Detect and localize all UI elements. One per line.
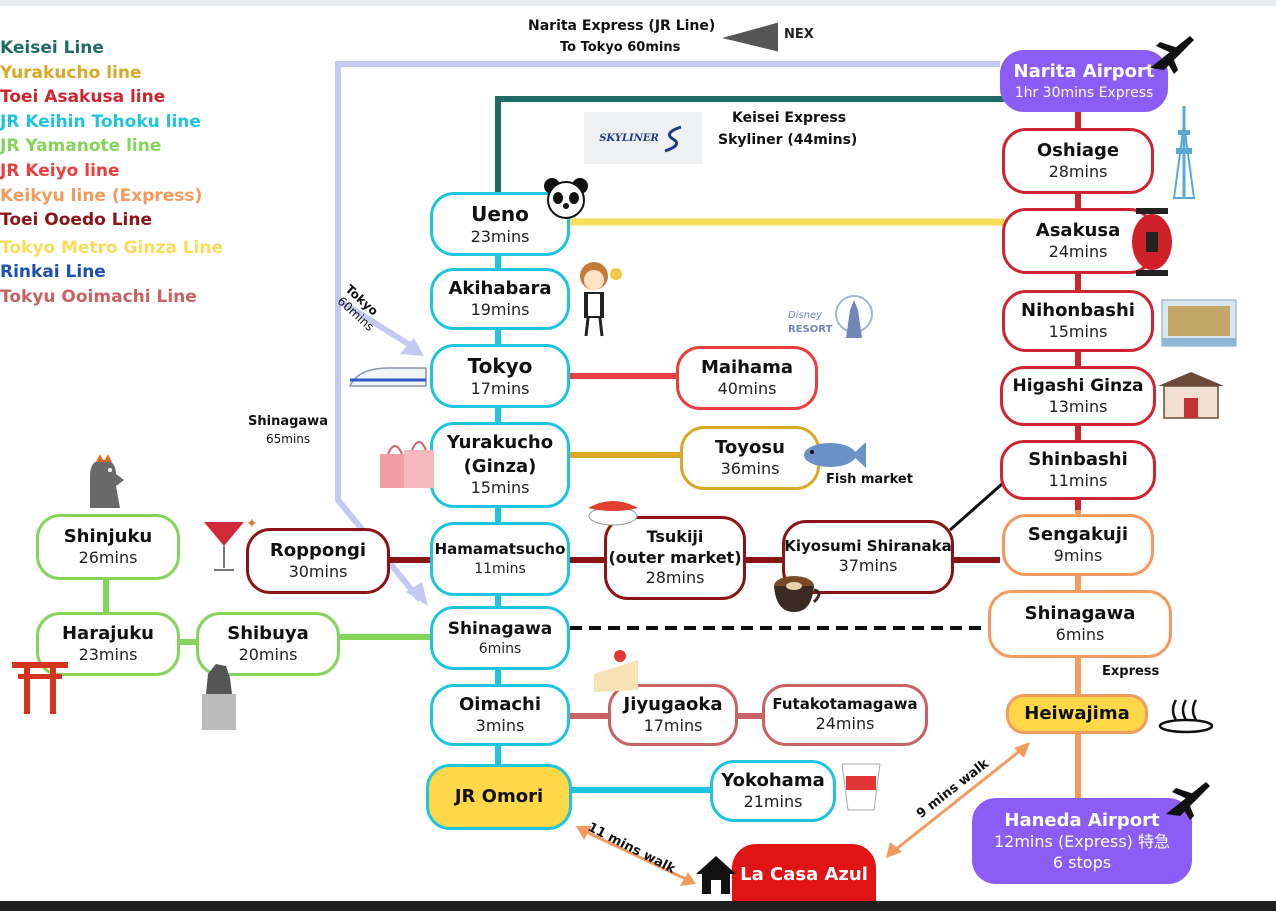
cup-noodle-icon	[838, 760, 884, 812]
legend-item: Toei Ooedo Line	[0, 210, 153, 231]
legend-item: Tokyo Metro Ginza Line	[0, 237, 224, 258]
station-narita-airport[interactable]: Narita Airport 1hr 30mins Express	[1000, 50, 1168, 112]
hachiko-icon	[196, 654, 242, 730]
station-jr-omori[interactable]: JR Omori	[426, 764, 572, 830]
torii-icon	[10, 656, 70, 714]
disney-resort-text: RESORT	[788, 324, 833, 335]
nex-train-icon	[720, 16, 824, 56]
cake-icon	[590, 644, 642, 696]
bottom-bar	[0, 901, 1276, 911]
station-heiwajima[interactable]: Heiwajima	[1006, 694, 1148, 734]
station-haneda-airport[interactable]: Haneda Airport 12mins (Express) 特急 6 sto…	[972, 798, 1192, 884]
station-yurakucho[interactable]: Yurakucho (Ginza) 15mins	[430, 422, 570, 508]
disney-logo-text: Disney	[788, 310, 823, 321]
shinkansen-icon	[348, 364, 428, 390]
legend-item: Yurakucho line	[0, 62, 142, 83]
skyliner-label: Keisei Express	[732, 110, 847, 126]
kaminarimon-lantern-icon	[1130, 206, 1174, 278]
onsen-icon	[1156, 696, 1216, 736]
maid-icon	[568, 256, 630, 340]
svg-text:✦: ✦	[246, 516, 258, 532]
tokyo-arrow-head	[400, 338, 424, 356]
nihonbashi-building-icon	[1160, 294, 1238, 348]
nex-arrow-head	[406, 582, 428, 606]
legend-item: Tokyu Ooimachi Line	[0, 286, 197, 307]
keisei-line	[495, 96, 1010, 196]
express-label: Express	[1102, 664, 1160, 679]
airplane-icon	[1160, 774, 1212, 822]
legend-item: JR Yamanote line	[0, 136, 162, 157]
legend-item: Keisei Line	[0, 38, 104, 58]
nex-label: Narita Express (JR Line)	[528, 18, 716, 34]
fish-icon	[800, 438, 868, 472]
fish-market-label: Fish market	[826, 472, 913, 487]
home-la-casa-azul[interactable]: La Casa Azul	[732, 844, 876, 906]
shinagawa-note-time: 65mins	[266, 432, 311, 446]
shinagawa-note: Shinagawa	[248, 414, 328, 429]
kabukiza-icon	[1156, 370, 1226, 420]
godzilla-icon	[76, 452, 134, 510]
airplane-icon	[1144, 28, 1196, 76]
shopping-bags-icon	[376, 434, 438, 490]
station-tsukiji[interactable]: Tsukiji (outer market) 28mins	[604, 516, 746, 600]
coffee-icon	[772, 568, 824, 614]
disney-castle-icon	[784, 292, 880, 340]
kiyosumi-shinbashi-connector	[949, 482, 1003, 532]
sky-tree-icon	[1160, 104, 1208, 200]
top-bar	[0, 0, 1276, 6]
sushi-icon	[584, 494, 642, 526]
skyliner-logo: SKYLINER	[584, 112, 702, 164]
skyliner-time-label: Skyliner (44mins)	[718, 132, 858, 148]
house-icon	[694, 852, 738, 896]
nex-logo: NEX	[784, 27, 814, 42]
cocktail-icon: ✦	[202, 514, 258, 576]
panda-icon	[542, 176, 590, 220]
walk-arrow-11	[577, 826, 693, 884]
legend-item: Rinkai Line	[0, 262, 106, 283]
legend-item: JR Keihin Tohoku line	[0, 111, 201, 132]
tokyo-arrow-line	[336, 297, 420, 353]
legend-item: Toei Asakusa line	[0, 87, 166, 108]
legend-item: JR Keiyo line	[0, 160, 120, 181]
walk-arrow-9	[889, 744, 1027, 856]
legend-item: Keikyu line (Express)	[0, 185, 203, 206]
nex-time-label: To Tokyo 60mins	[560, 40, 681, 55]
